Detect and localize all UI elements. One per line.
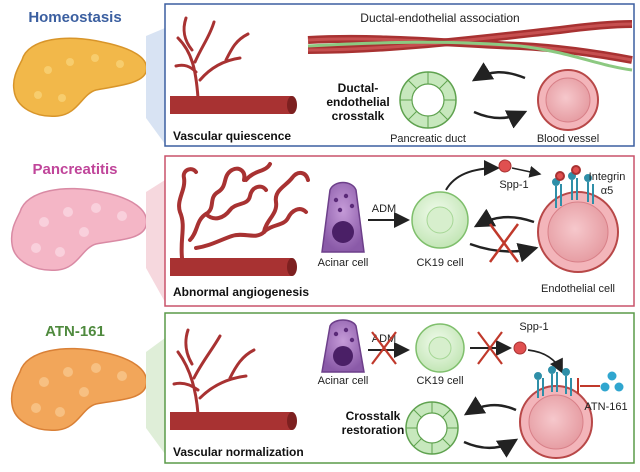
panel-atn161 — [164, 312, 635, 464]
pancreatic-duct-icon — [399, 71, 457, 129]
angiogenesis-base-vessel-icon — [170, 258, 297, 276]
panel-pointer — [146, 338, 165, 454]
arrow-ck19-to-spp1 — [445, 160, 500, 191]
pancreas-healthy-icon — [12, 37, 148, 117]
ck19-cell-icon — [411, 191, 469, 249]
arrow-vessel-to-duct — [471, 62, 526, 82]
spp1-molecule-icon — [498, 159, 512, 173]
arrow-duct-to-endothelial-treated — [463, 438, 519, 458]
blocked-adm-cross-icon — [371, 331, 397, 365]
arrow-ck19-to-endothelial — [469, 242, 539, 263]
label-adm-treated: ADM — [372, 333, 396, 345]
row-homeostasis: Homeostasis Vascular quiescence Ductal-e… — [12, 3, 635, 147]
row-pancreatitis: Pancreatitis Abnormal angiogenesis — [10, 155, 635, 307]
caption-abnormal-angiogenesis: Abnormal angiogenesis — [173, 285, 309, 299]
ck19-cell-treated-icon — [415, 323, 465, 373]
label-adm: ADM — [372, 203, 396, 215]
blocked-crosstalk-cross-icon — [488, 223, 520, 263]
label-endothelial-cell: Endothelial cell — [541, 283, 615, 295]
blood-vessel-icon — [537, 69, 599, 131]
label-integrin-line-2: α5 — [601, 185, 613, 197]
label-ck19-cell: CK19 cell — [416, 257, 463, 269]
panel-pancreatitis — [164, 155, 635, 307]
pancreas-inflamed-icon — [10, 187, 148, 271]
row-atn161: ATN-161 Vascular normalization Acinar ce… — [10, 312, 635, 464]
label-pancreatic-duct: Pancreatic duct — [390, 133, 466, 145]
endothelial-cell-icon — [537, 191, 619, 273]
ductal-endothelial-association-icon — [307, 20, 633, 72]
arrow-spp1-to-integrin — [511, 165, 542, 178]
heading-atn161: ATN-161 — [45, 323, 105, 340]
integrin-receptor-icon — [552, 165, 594, 208]
label-acinar-cell: Acinar cell — [318, 257, 369, 269]
panel-pointer — [146, 28, 165, 144]
acinar-cell-icon — [321, 181, 365, 253]
endothelial-cell-treated-icon — [519, 385, 593, 459]
atn161-drug-icon — [600, 371, 624, 392]
acinar-cell-icon — [321, 319, 365, 373]
label-crosstalk-line-2: endothelial — [326, 95, 389, 109]
label-spp1: Spp-1 — [499, 179, 528, 191]
arrow-endothelial-to-ck19 — [473, 208, 535, 228]
caption-vascular-normalization: Vascular normalization — [173, 445, 304, 459]
arrow-spp1-to-integrin-treated — [527, 349, 563, 374]
label-ck19-cell-treated: CK19 cell — [416, 375, 463, 387]
pancreas-treated-icon — [10, 347, 148, 431]
normalized-vessel-icon — [170, 328, 297, 430]
label-integrin-line-1: Integrin — [589, 171, 626, 183]
arrow-duct-to-vessel — [473, 110, 528, 129]
caption-vascular-quiescence: Vascular quiescence — [173, 129, 291, 143]
blocked-spp1-cross-icon — [477, 331, 503, 365]
quiescent-vessel-icon — [170, 16, 297, 114]
spp1-molecule-treated-icon — [513, 341, 527, 355]
panel-homeostasis — [164, 3, 635, 147]
heading-pancreatitis: Pancreatitis — [32, 161, 117, 178]
label-crosstalk-line-3: crosstalk — [332, 109, 385, 123]
panel-pointer — [146, 180, 165, 302]
label-restoration-line-1: Crosstalk — [346, 409, 401, 423]
arrow-endothelial-to-duct-treated — [463, 396, 517, 416]
pancreatic-duct-restored-icon — [405, 401, 459, 455]
label-spp1-treated: Spp-1 — [519, 321, 548, 333]
label-blood-vessel: Blood vessel — [537, 133, 599, 145]
label-restoration-line-2: restoration — [342, 423, 405, 437]
label-atn161-drug: ATN-161 — [584, 401, 627, 413]
abnormal-angiogenesis-icon — [177, 162, 310, 260]
label-acinar-cell-treated: Acinar cell — [318, 375, 369, 387]
integrin-receptor-treated-icon — [534, 366, 572, 398]
label-ductal-endothelial-association: Ductal-endothelial association — [360, 11, 519, 25]
inhibition-bar-icon — [577, 378, 600, 394]
label-crosstalk-line-1: Ductal- — [338, 81, 379, 95]
heading-homeostasis: Homeostasis — [28, 9, 121, 26]
